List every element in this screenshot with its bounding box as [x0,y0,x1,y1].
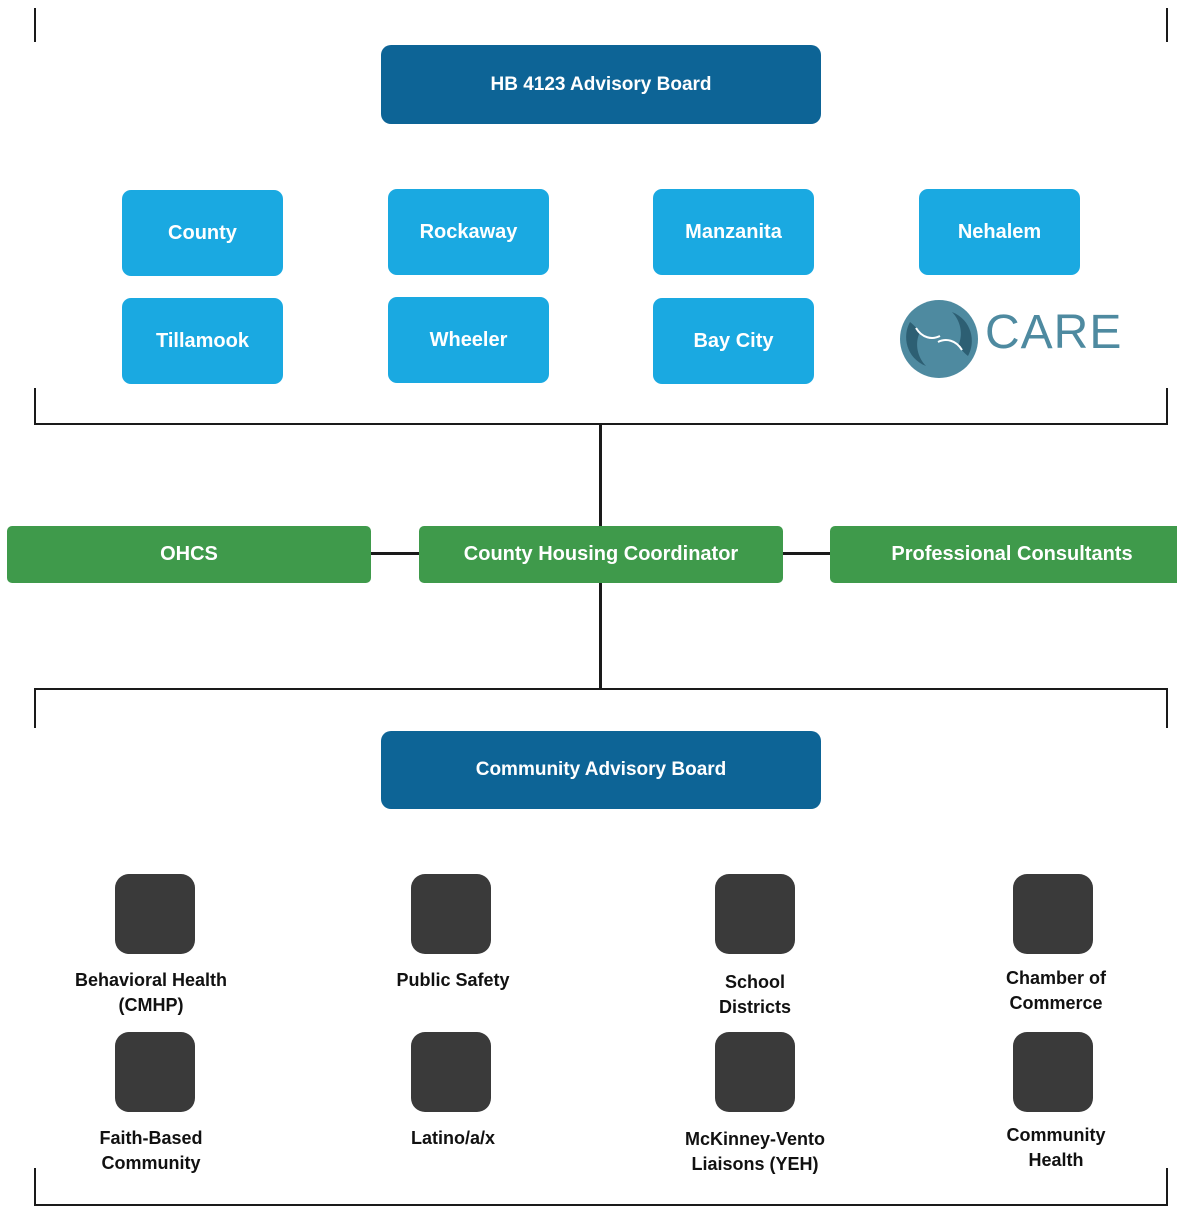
behavioral-health-icon [115,874,195,954]
member-wheeler: Wheeler [388,297,549,383]
care-logo-text: CARE [985,306,1123,359]
member-chamber-of-commerce: Chamber of Commerce [1005,968,1106,1013]
member-public-safety: Public Safety [396,970,510,990]
connector-coordinator-consultants [782,552,832,555]
professional-consultants-box: Professional Consultants [830,526,1177,583]
connector-top-to-coordinator [599,424,602,527]
latino-icon [411,1032,491,1112]
bottom-bracket-bottom-line [34,1204,1168,1206]
chamber-of-commerce-icon [1013,874,1093,954]
member-county: County [122,190,283,276]
community-health-icon [1013,1032,1093,1112]
hb4123-advisory-board: HB 4123 Advisory Board [381,45,821,124]
member-community-health: Community Health [1006,1125,1106,1170]
member-manzanita: Manzanita [653,189,814,275]
bottom-bracket-bottom-left-tick [34,1168,36,1206]
member-mckinney-vento-liaisons: McKinney-Vento Liaisons (YEH) [684,1129,826,1174]
faith-based-community-icon [115,1032,195,1112]
top-bracket-top-left-tick [34,8,36,42]
member-behavioral-health: Behavioral Health (CMHP) [74,970,228,1015]
member-rockaway: Rockaway [388,189,549,275]
bottom-bracket-bottom-right-tick [1166,1168,1168,1206]
member-bay-city: Bay City [653,298,814,384]
community-advisory-board: Community Advisory Board [381,731,821,809]
connector-coordinator-to-bottom [599,582,602,690]
connector-ohcs-coordinator [370,552,420,555]
public-safety-icon [411,874,491,954]
school-districts-icon [715,874,795,954]
top-bracket-bottom-right-tick [1166,388,1168,424]
member-faith-based-community: Faith-Based Community [99,1128,203,1173]
top-bracket-top-right-tick [1166,8,1168,42]
bottom-bracket-top-line [34,688,1168,690]
county-housing-coordinator: County Housing Coordinator [419,526,783,583]
bottom-bracket-top-left-tick [34,688,36,728]
member-school-districts: School Districts [718,972,792,1017]
mckinney-vento-icon [715,1032,795,1112]
care-hands-icon [900,300,978,378]
member-tillamook: Tillamook [122,298,283,384]
bottom-bracket-top-right-tick [1166,688,1168,728]
ohcs-box: OHCS [7,526,371,583]
member-latino: Latino/a/x [410,1128,495,1148]
care-logo [896,298,1126,380]
member-nehalem: Nehalem [919,189,1080,275]
top-bracket-bottom-left-tick [34,388,36,424]
